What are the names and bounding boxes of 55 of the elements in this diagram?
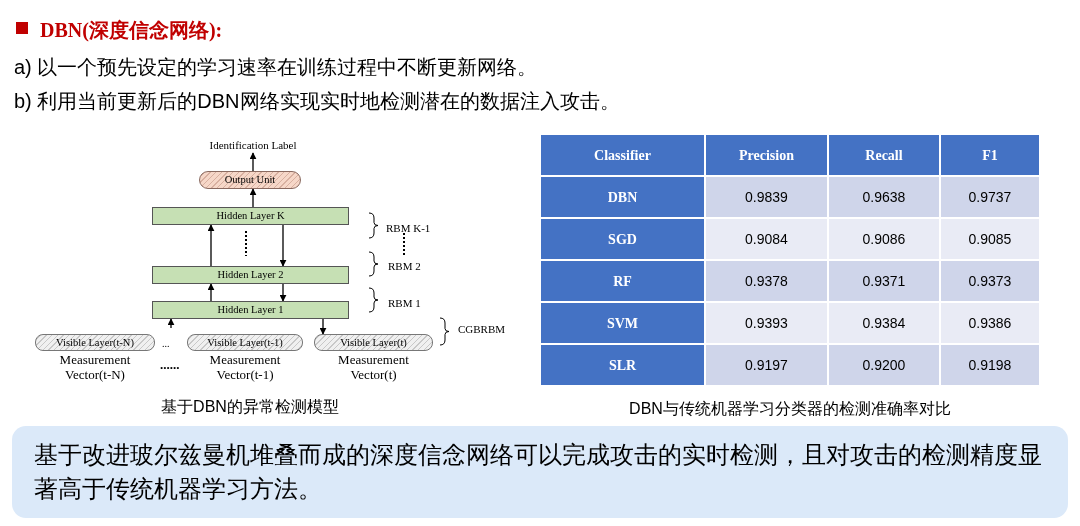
header-cell: Classifier [540, 134, 705, 176]
table-cell: 0.9197 [705, 344, 828, 386]
arrow [249, 188, 257, 208]
table-cell: 0.9371 [828, 260, 940, 302]
arrow [207, 283, 215, 302]
summary-box: 基于改进玻尔兹曼机堆叠而成的深度信念网络可以完成攻击的实时检测，且对攻击的检测精度显著高于传统机器学习方法。 [12, 426, 1068, 518]
table-cell: 0.9393 [705, 302, 828, 344]
ellipsis: ... [162, 337, 170, 351]
table-cell: 0.9086 [828, 218, 940, 260]
arrow [207, 224, 215, 267]
table-cell: 0.9638 [828, 176, 940, 218]
arrow [319, 318, 327, 335]
table-cell: 0.9839 [705, 176, 828, 218]
vector-caption: Measurement Vector(t) [337, 352, 410, 382]
table-cell: 0.9384 [828, 302, 940, 344]
ellipsis: ...... [160, 356, 180, 374]
table-cell: 0.9200 [828, 344, 940, 386]
rbm-label: RBM 2 [388, 259, 421, 274]
row-header-cell: RF [540, 260, 705, 302]
hidden-layer-box: Hidden Layer 2 [152, 266, 349, 284]
hidden-layer-box: Hidden Layer 1 [152, 301, 349, 319]
header-cell: Precision [705, 134, 828, 176]
row-header-cell: DBN [540, 176, 705, 218]
visible-layer-pill: Visible Layer(t) [314, 334, 433, 351]
arrow [167, 318, 175, 329]
table-caption: DBN与传统机器学习分类器的检测准确率对比 [628, 399, 952, 419]
table-cell: 0.9737 [940, 176, 1040, 218]
bullet-text: a) 以一个预先设定的学习速率在训练过程中不断更新网络。 [14, 55, 538, 80]
table-cell: 0.9084 [705, 218, 828, 260]
visible-layer-pill: Visible Layer(t-N) [35, 334, 155, 351]
arrow [249, 152, 257, 172]
table-cell: 0.9085 [940, 218, 1040, 260]
title: DBN(深度信念网络): [40, 18, 223, 43]
rbm-label: RBM 1 [388, 296, 421, 311]
output-label: Identification Label [178, 137, 328, 153]
visible-layer-pill: Visible Layer(t-1) [187, 334, 303, 351]
table-cell: 0.9198 [940, 344, 1040, 386]
arrow [279, 283, 287, 302]
output-unit-pill: Output Unit [199, 171, 301, 189]
row-header-cell: SVM [540, 302, 705, 344]
table-cell: 0.9386 [940, 302, 1040, 344]
table-cell: 0.9373 [940, 260, 1040, 302]
rbm-label: RBM K-1 [386, 221, 431, 236]
hidden-layer-box: Hidden Layer K [152, 207, 349, 225]
header-cell: Recall [828, 134, 940, 176]
arrow [279, 224, 287, 267]
bullet-text: b) 利用当前更新后的DBN网络实现实时地检测潜在的数据注入攻击。 [14, 89, 620, 114]
header-cell: F1 [940, 134, 1040, 176]
vector-caption: Measurement Vector(t-1) [208, 352, 282, 382]
rbm-label: CGBRBM [458, 322, 506, 337]
vector-caption: Measurement Vector(t-N) [58, 352, 132, 382]
row-header-cell: SLR [540, 344, 705, 386]
table-cell: 0.9378 [705, 260, 828, 302]
row-header-cell: SGD [540, 218, 705, 260]
figure-caption: 基于DBN的异常检测模型 [160, 397, 340, 417]
